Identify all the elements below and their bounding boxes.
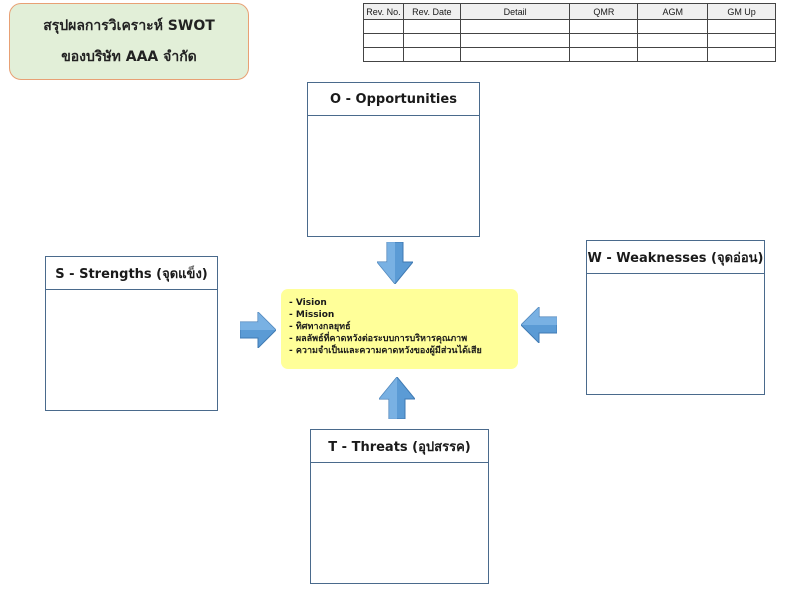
- title-box: สรุปผลการวิเคราะห์ SWOT ของบริษัท AAA จำ…: [9, 3, 249, 80]
- center-item-mission: - Mission: [289, 310, 335, 320]
- opportunities-header: O - Opportunities: [308, 83, 479, 116]
- table-cell: [459, 33, 571, 48]
- table-cell: [637, 19, 709, 34]
- table-cell: [402, 19, 461, 34]
- arrow-down-icon: [377, 242, 413, 284]
- strengths-header: S - Strengths (จุดแข็ง): [46, 257, 217, 290]
- table-cell: [459, 47, 571, 62]
- table-cell: [569, 33, 639, 48]
- strengths-box: S - Strengths (จุดแข็ง): [45, 256, 218, 411]
- table-cell: [637, 33, 709, 48]
- col-qmr: QMR: [569, 3, 639, 20]
- table-cell: [363, 33, 404, 48]
- center-item-vision: - Vision: [289, 298, 327, 308]
- threats-box: T - Threats (อุปสรรค): [310, 429, 489, 584]
- table-cell: [363, 19, 404, 34]
- arrow-right-icon: [240, 312, 276, 348]
- col-gm-up: GM Up: [707, 3, 776, 20]
- table-cell: [402, 47, 461, 62]
- col-rev-date: Rev. Date: [402, 3, 461, 20]
- col-detail: Detail: [459, 3, 571, 20]
- table-cell: [707, 19, 776, 34]
- table-row: [363, 19, 776, 34]
- table-cell: [363, 47, 404, 62]
- table-row: [363, 33, 776, 48]
- threats-header: T - Threats (อุปสรรค): [311, 430, 488, 463]
- opportunities-box: O - Opportunities: [307, 82, 480, 237]
- arrow-up-icon: [379, 377, 415, 419]
- arrow-left-icon: [521, 307, 557, 343]
- weaknesses-box: W - Weaknesses (จุดอ่อน): [586, 240, 765, 395]
- center-item-stakeholders: - ความจำเป็นและความคาดหวังของผู้มีส่วนได…: [289, 346, 482, 356]
- table-cell: [569, 19, 639, 34]
- table-row: [363, 47, 776, 62]
- center-item-strategy: - ทิศทางกลยุทธ์: [289, 322, 351, 332]
- center-item-expected-results: - ผลลัพธ์ที่คาดหวังต่อระบบการบริหารคุณภา…: [289, 334, 468, 344]
- table-cell: [707, 47, 776, 62]
- table-cell: [459, 19, 571, 34]
- col-agm: AGM: [637, 3, 709, 20]
- revision-table: Rev. No. Rev. Date Detail QMR AGM GM Up: [363, 3, 776, 62]
- weaknesses-header: W - Weaknesses (จุดอ่อน): [587, 241, 764, 274]
- col-rev-no: Rev. No.: [363, 3, 404, 20]
- title-line-1: สรุปผลการวิเคราะห์ SWOT: [43, 18, 215, 34]
- center-core-box: - Vision - Mission - ทิศทางกลยุทธ์ - ผลล…: [281, 289, 518, 369]
- table-cell: [402, 33, 461, 48]
- table-cell: [637, 47, 709, 62]
- table-cell: [707, 33, 776, 48]
- table-cell: [569, 47, 639, 62]
- revision-table-header: Rev. No. Rev. Date Detail QMR AGM GM Up: [363, 3, 776, 20]
- title-line-2: ของบริษัท AAA จำกัด: [61, 49, 197, 65]
